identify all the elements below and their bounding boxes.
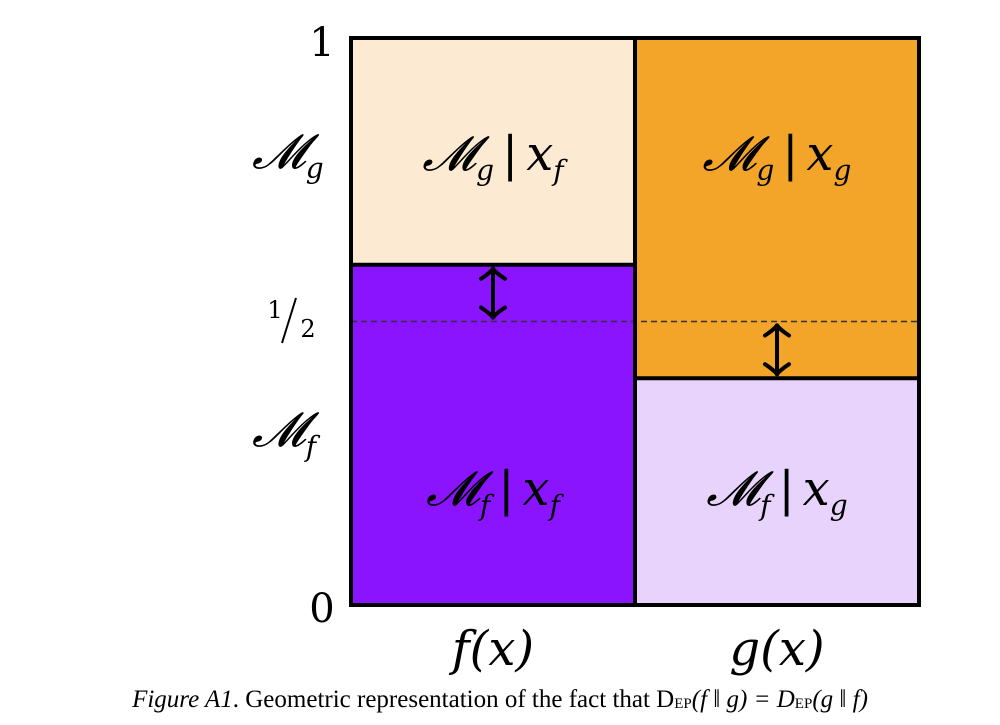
caption-mid: (f ‖ g) = D — [691, 686, 795, 713]
caption-sub-1: EP — [674, 696, 692, 712]
y-label-mf: 𝓜f — [252, 402, 321, 463]
x-label-f: f(x) — [449, 621, 534, 677]
caption-label: Figure A1 — [132, 686, 233, 713]
y-tick-zero: 0 — [309, 586, 334, 632]
y-label-mg: 𝓜g — [252, 124, 324, 185]
x-label-g: g(x) — [729, 621, 824, 677]
caption-end: (g ‖ f) — [812, 686, 868, 713]
caption-sub-2: EP — [794, 696, 813, 712]
figure-caption: Figure A1. Geometric representation of t… — [0, 681, 1000, 719]
cell-mf-given-xg — [635, 378, 919, 605]
y-tick-one: 1 — [309, 20, 334, 66]
caption-text: . Geometric representation of the fact t… — [232, 686, 675, 713]
svg-text:2: 2 — [300, 315, 315, 343]
cell-label-mg-xf: 𝓜g|xf — [422, 126, 568, 187]
y-tick-half: 1 2 — [267, 296, 316, 344]
cell-mg-given-xf — [351, 38, 635, 265]
double-arrow-left-icon — [479, 266, 507, 320]
cell-label-mg-xg: 𝓜g|xg — [703, 126, 852, 187]
svg-text:1: 1 — [267, 296, 282, 324]
double-arrow-right-icon — [763, 323, 791, 377]
